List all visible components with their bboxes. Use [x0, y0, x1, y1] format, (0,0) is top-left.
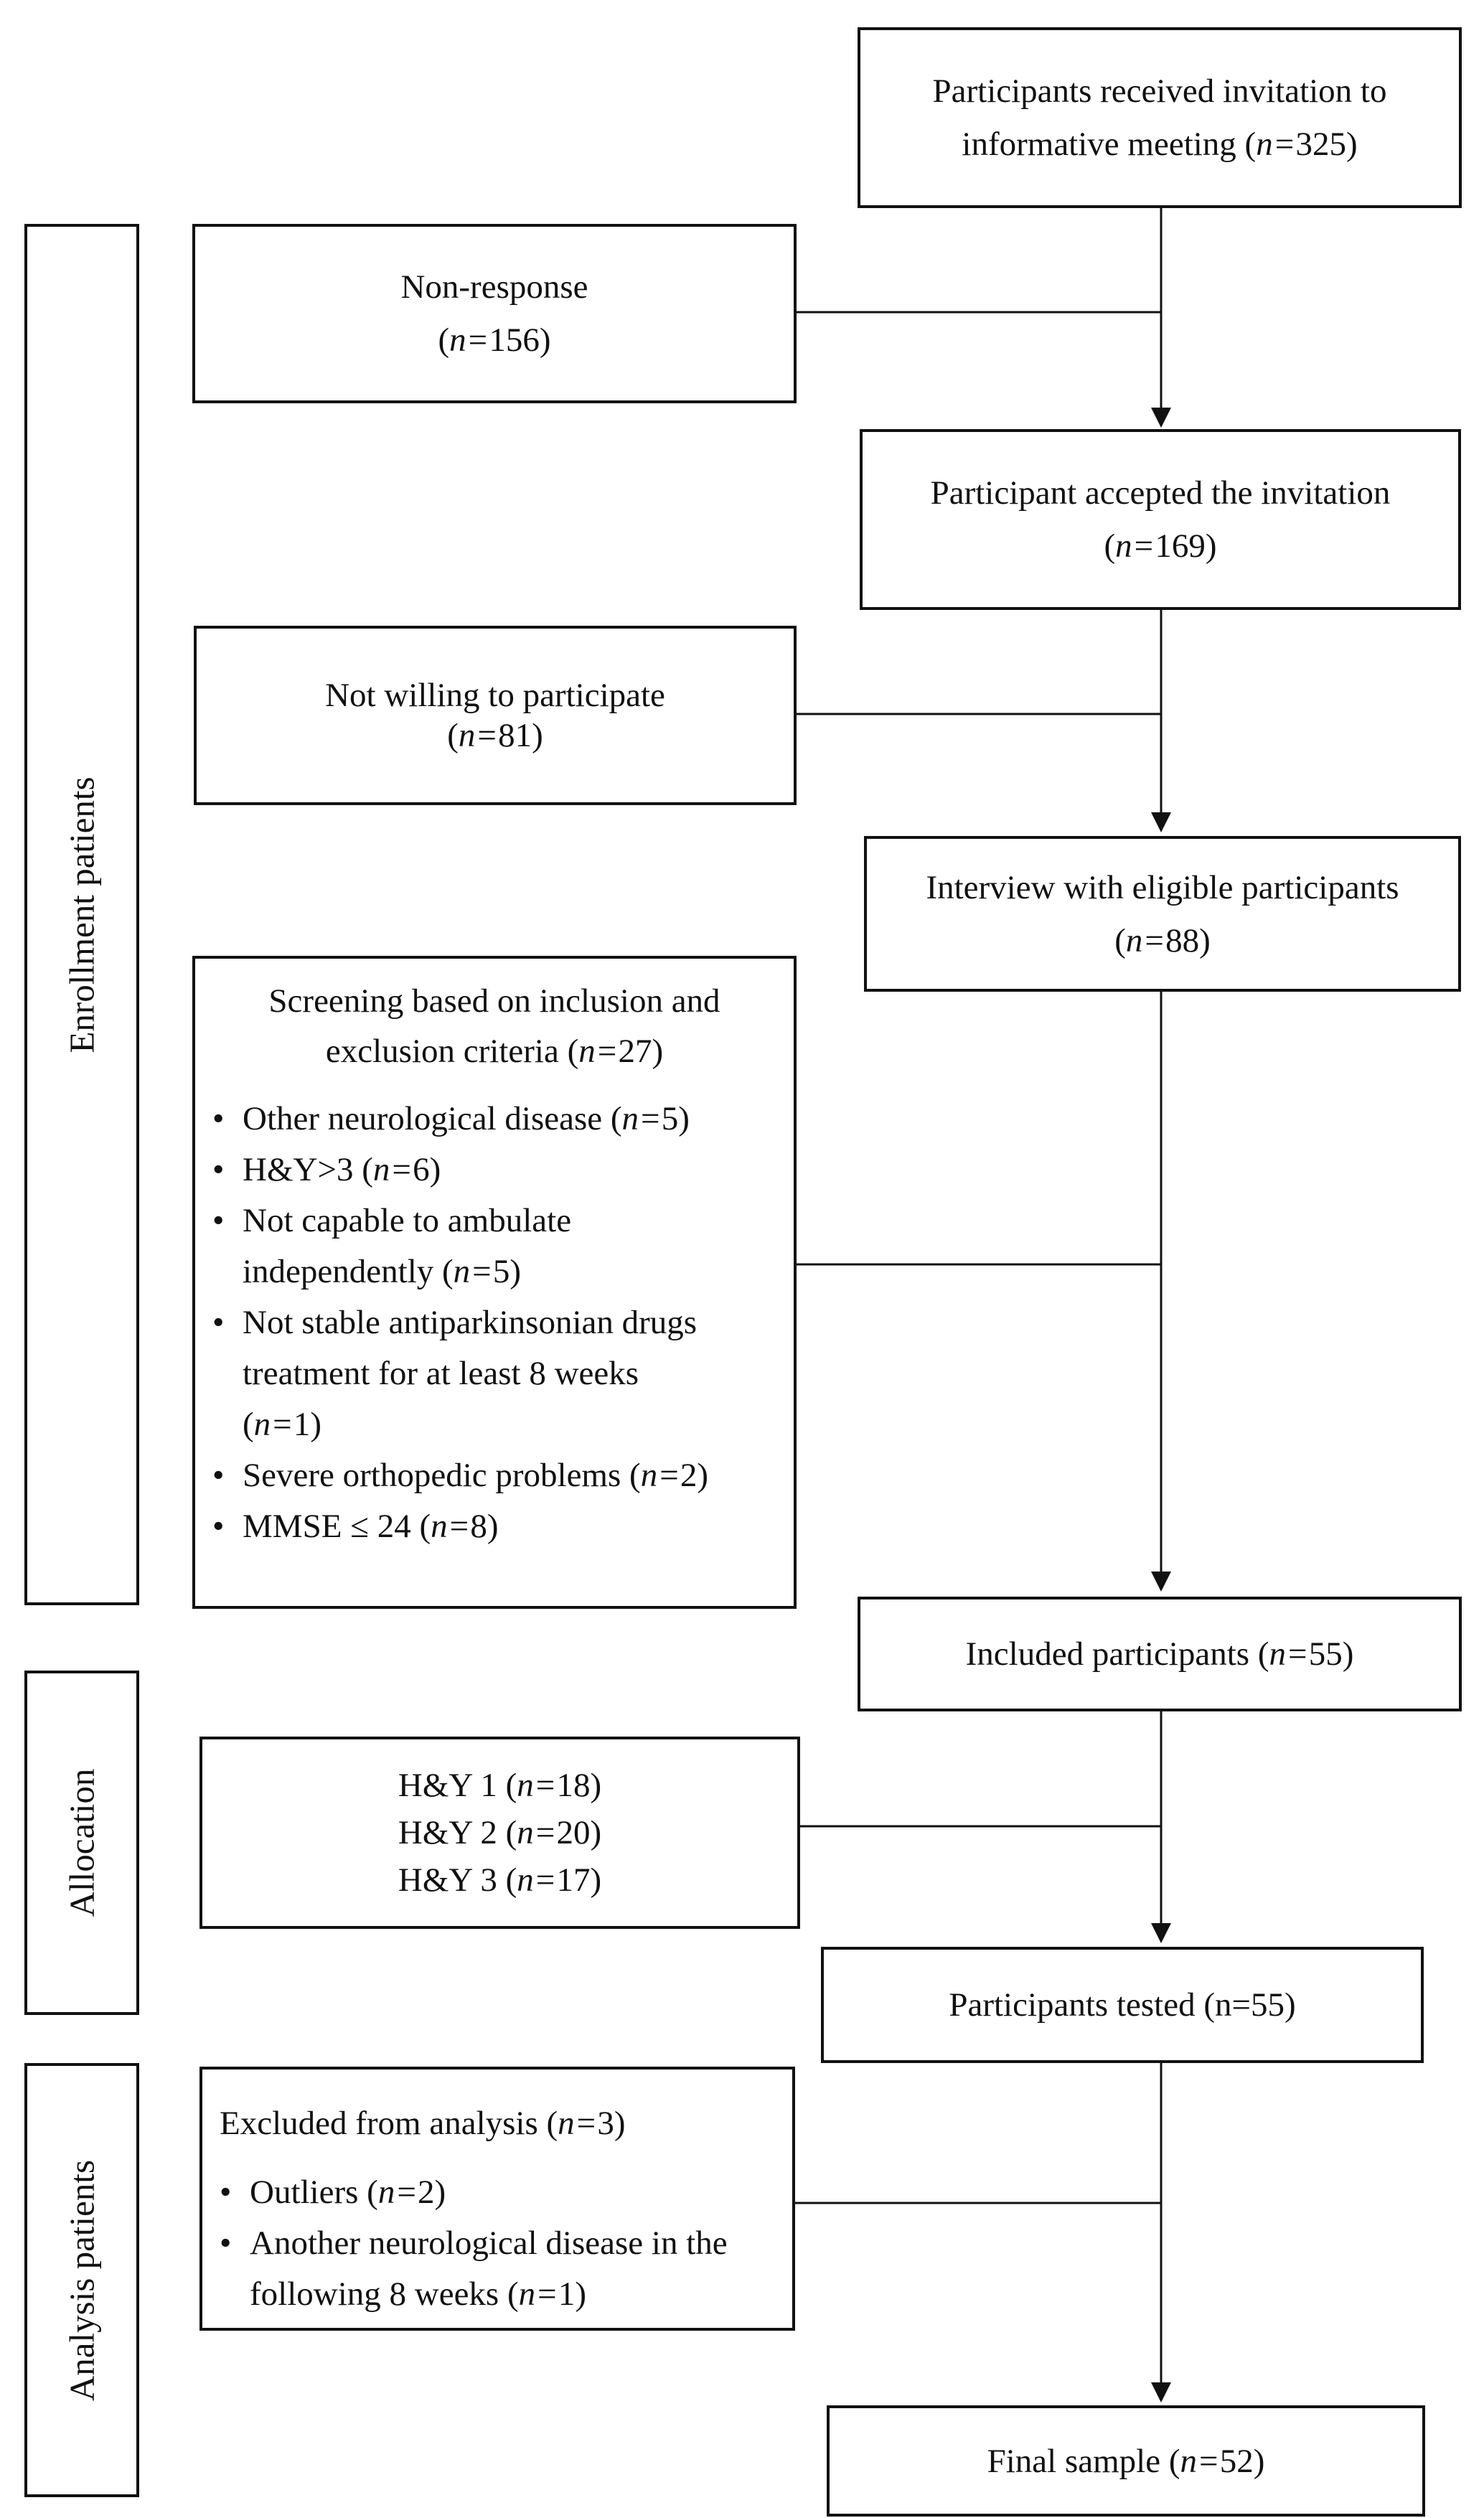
excluded-title: Excluded from analysis (n=3): [220, 2105, 626, 2142]
phase-enrollment-label: Enrollment patients: [62, 776, 102, 1053]
list-item: Not stable antiparkinsonian drugs treatm…: [205, 1297, 784, 1450]
box-allocation: H&Y 1 (n=18) H&Y 2 (n=20) H&Y 3 (n=17): [199, 1737, 800, 1929]
list-item: Outliers (n=2): [212, 2167, 782, 2218]
excluded-list: Outliers (n=2) Another neurological dise…: [212, 2167, 782, 2320]
box-interview: Interview with eligible participants (n=…: [864, 836, 1461, 992]
arrowhead-final: [1151, 2382, 1171, 2402]
box-tested: Participants tested (n=55): [821, 1947, 1424, 2063]
not-willing-label: Not willing to participate: [325, 677, 665, 714]
arrowhead-included: [1151, 1572, 1171, 1592]
screening-title: Screening based on inclusion and exclusi…: [268, 982, 720, 1070]
list-item: MMSE ≤ 24 (n=8): [205, 1501, 784, 1552]
list-item: Other neurological disease (n=5): [205, 1094, 784, 1145]
box-included: Included participants (n=55): [858, 1597, 1462, 1711]
box-not-willing: Not willing to participate (n=81): [194, 626, 797, 805]
allocation-hy3: H&Y 3 (n=17): [398, 1861, 602, 1899]
phase-analysis: Analysis patients: [24, 2063, 139, 2497]
box-non-response: Non-response (n=156): [192, 224, 797, 403]
phase-enrollment: Enrollment patients: [24, 224, 139, 1605]
screening-criteria-list: Other neurological disease (n=5) H&Y>3 (…: [205, 1094, 784, 1552]
list-item: Severe orthopedic problems (n=2): [205, 1450, 784, 1501]
list-item: Another neurological disease in the foll…: [212, 2218, 782, 2320]
arrowhead-accepted: [1151, 408, 1171, 428]
list-item: H&Y>3 (n=6): [205, 1145, 784, 1195]
phase-analysis-label: Analysis patients: [62, 2159, 102, 2401]
allocation-hy2: H&Y 2 (n=20): [398, 1814, 602, 1851]
box-final: Final sample (n=52): [827, 2405, 1425, 2517]
box-screening: Screening based on inclusion and exclusi…: [192, 956, 797, 1609]
non-response-label: Non-response: [400, 268, 588, 306]
list-item: Not capable to ambulate independently (n…: [205, 1195, 784, 1297]
phase-allocation-label: Allocation: [62, 1768, 102, 1917]
arrowhead-tested: [1151, 1923, 1171, 1943]
box-excluded: Excluded from analysis (n=3) Outliers (n…: [199, 2067, 795, 2331]
box-accepted: Participant accepted the invitation (n=1…: [860, 429, 1461, 610]
box-invited: Participants received invitation to info…: [858, 27, 1462, 208]
arrowhead-interview: [1151, 812, 1171, 832]
allocation-hy1: H&Y 1 (n=18): [398, 1767, 602, 1804]
phase-allocation: Allocation: [24, 1671, 139, 2015]
